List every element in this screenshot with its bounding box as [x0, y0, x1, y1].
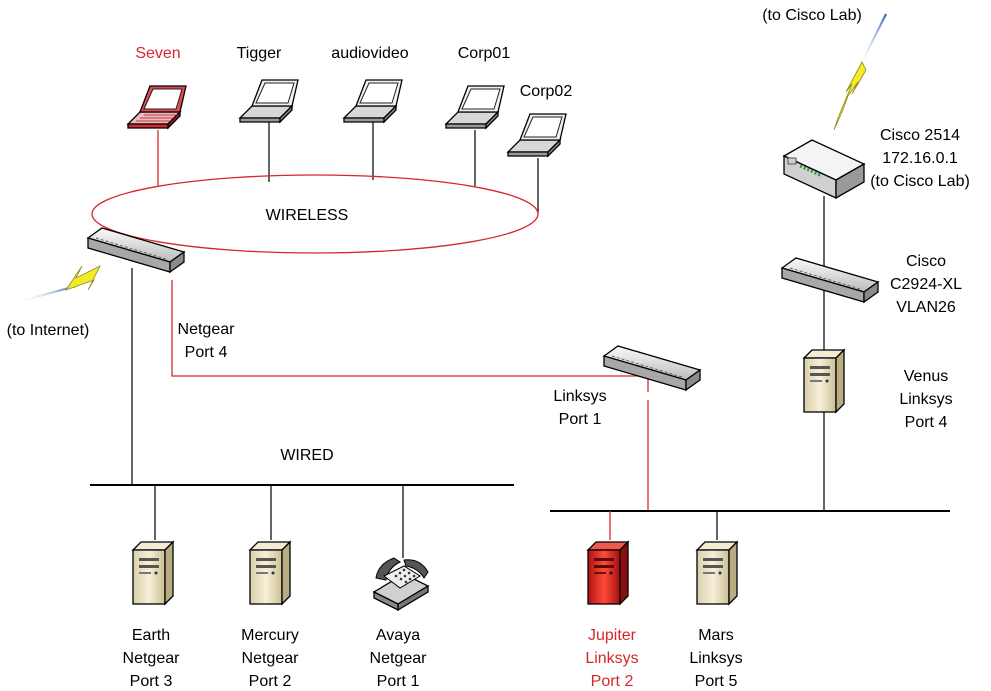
laptop-corp01-icon[interactable] — [445, 85, 505, 129]
linksys-switch-icon[interactable] — [603, 345, 701, 391]
label-mercury-2: Netgear — [242, 650, 300, 667]
avaya-phone-icon[interactable] — [372, 557, 430, 612]
label-linksys-port-2: Port 1 — [559, 411, 602, 428]
label-mars-3: Port 5 — [695, 673, 738, 690]
label-cisco-switch-1: Cisco — [906, 253, 946, 270]
label-cisco2514-1: Cisco 2514 — [880, 127, 960, 144]
label-wired: WIRED — [280, 447, 333, 464]
cisco-router-icon[interactable] — [782, 139, 866, 200]
internet-lightning-icon — [17, 265, 101, 303]
label-to-cisco-lab: (to Cisco Lab) — [762, 7, 862, 24]
label-to-internet: (to Internet) — [7, 322, 90, 339]
laptop-audiovideo-icon[interactable] — [343, 79, 403, 123]
label-jupiter-2: Linksys — [585, 650, 638, 667]
label-linksys-port-1: Linksys — [553, 388, 606, 405]
label-jupiter-1: Jupiter — [588, 627, 637, 644]
server-jupiter-icon[interactable] — [587, 541, 629, 605]
label-tigger: Tigger — [237, 45, 282, 62]
label-earth-3: Port 3 — [130, 673, 173, 690]
laptop-tigger-icon[interactable] — [239, 79, 299, 123]
label-avaya-3: Port 1 — [377, 673, 420, 690]
label-cisco2514-3: (to Cisco Lab) — [870, 173, 970, 190]
wireless-ellipse — [91, 174, 539, 254]
laptop-corp02-icon[interactable] — [507, 113, 567, 157]
label-corp01: Corp01 — [458, 45, 511, 62]
label-venus-2: Linksys — [899, 391, 952, 408]
laptop-seven-icon[interactable] — [127, 85, 187, 129]
server-venus-icon[interactable] — [803, 349, 845, 413]
label-avaya-2: Netgear — [370, 650, 428, 667]
label-avaya-1: Avaya — [376, 627, 420, 644]
label-venus-1: Venus — [904, 368, 948, 385]
label-cisco2514-2: 172.16.0.1 — [882, 150, 958, 167]
cisco-switch-icon[interactable] — [781, 257, 879, 303]
label-wireless: WIRELESS — [266, 207, 349, 224]
label-jupiter-3: Port 2 — [591, 673, 634, 690]
label-netgear-port-1: Netgear — [178, 321, 236, 338]
label-audiovideo: audiovideo — [331, 45, 409, 62]
label-mars-2: Linksys — [689, 650, 742, 667]
label-venus-3: Port 4 — [905, 414, 948, 431]
label-earth-1: Earth — [132, 627, 170, 644]
label-mercury-1: Mercury — [241, 627, 299, 644]
label-netgear-port-2: Port 4 — [185, 344, 228, 361]
label-mercury-3: Port 2 — [249, 673, 292, 690]
netgear-switch-icon[interactable] — [87, 227, 185, 273]
cisco-lab-lightning-icon — [833, 13, 887, 131]
link-netgear-linksys — [171, 280, 649, 392]
label-corp02: Corp02 — [520, 83, 573, 100]
server-mercury-icon[interactable] — [249, 541, 291, 605]
label-seven: Seven — [135, 45, 180, 62]
server-earth-icon[interactable] — [132, 541, 174, 605]
label-earth-2: Netgear — [123, 650, 181, 667]
label-mars-1: Mars — [698, 627, 734, 644]
server-mars-icon[interactable] — [696, 541, 738, 605]
label-cisco-switch-3: VLAN26 — [896, 299, 956, 316]
label-cisco-switch-2: C2924-XL — [890, 276, 962, 293]
